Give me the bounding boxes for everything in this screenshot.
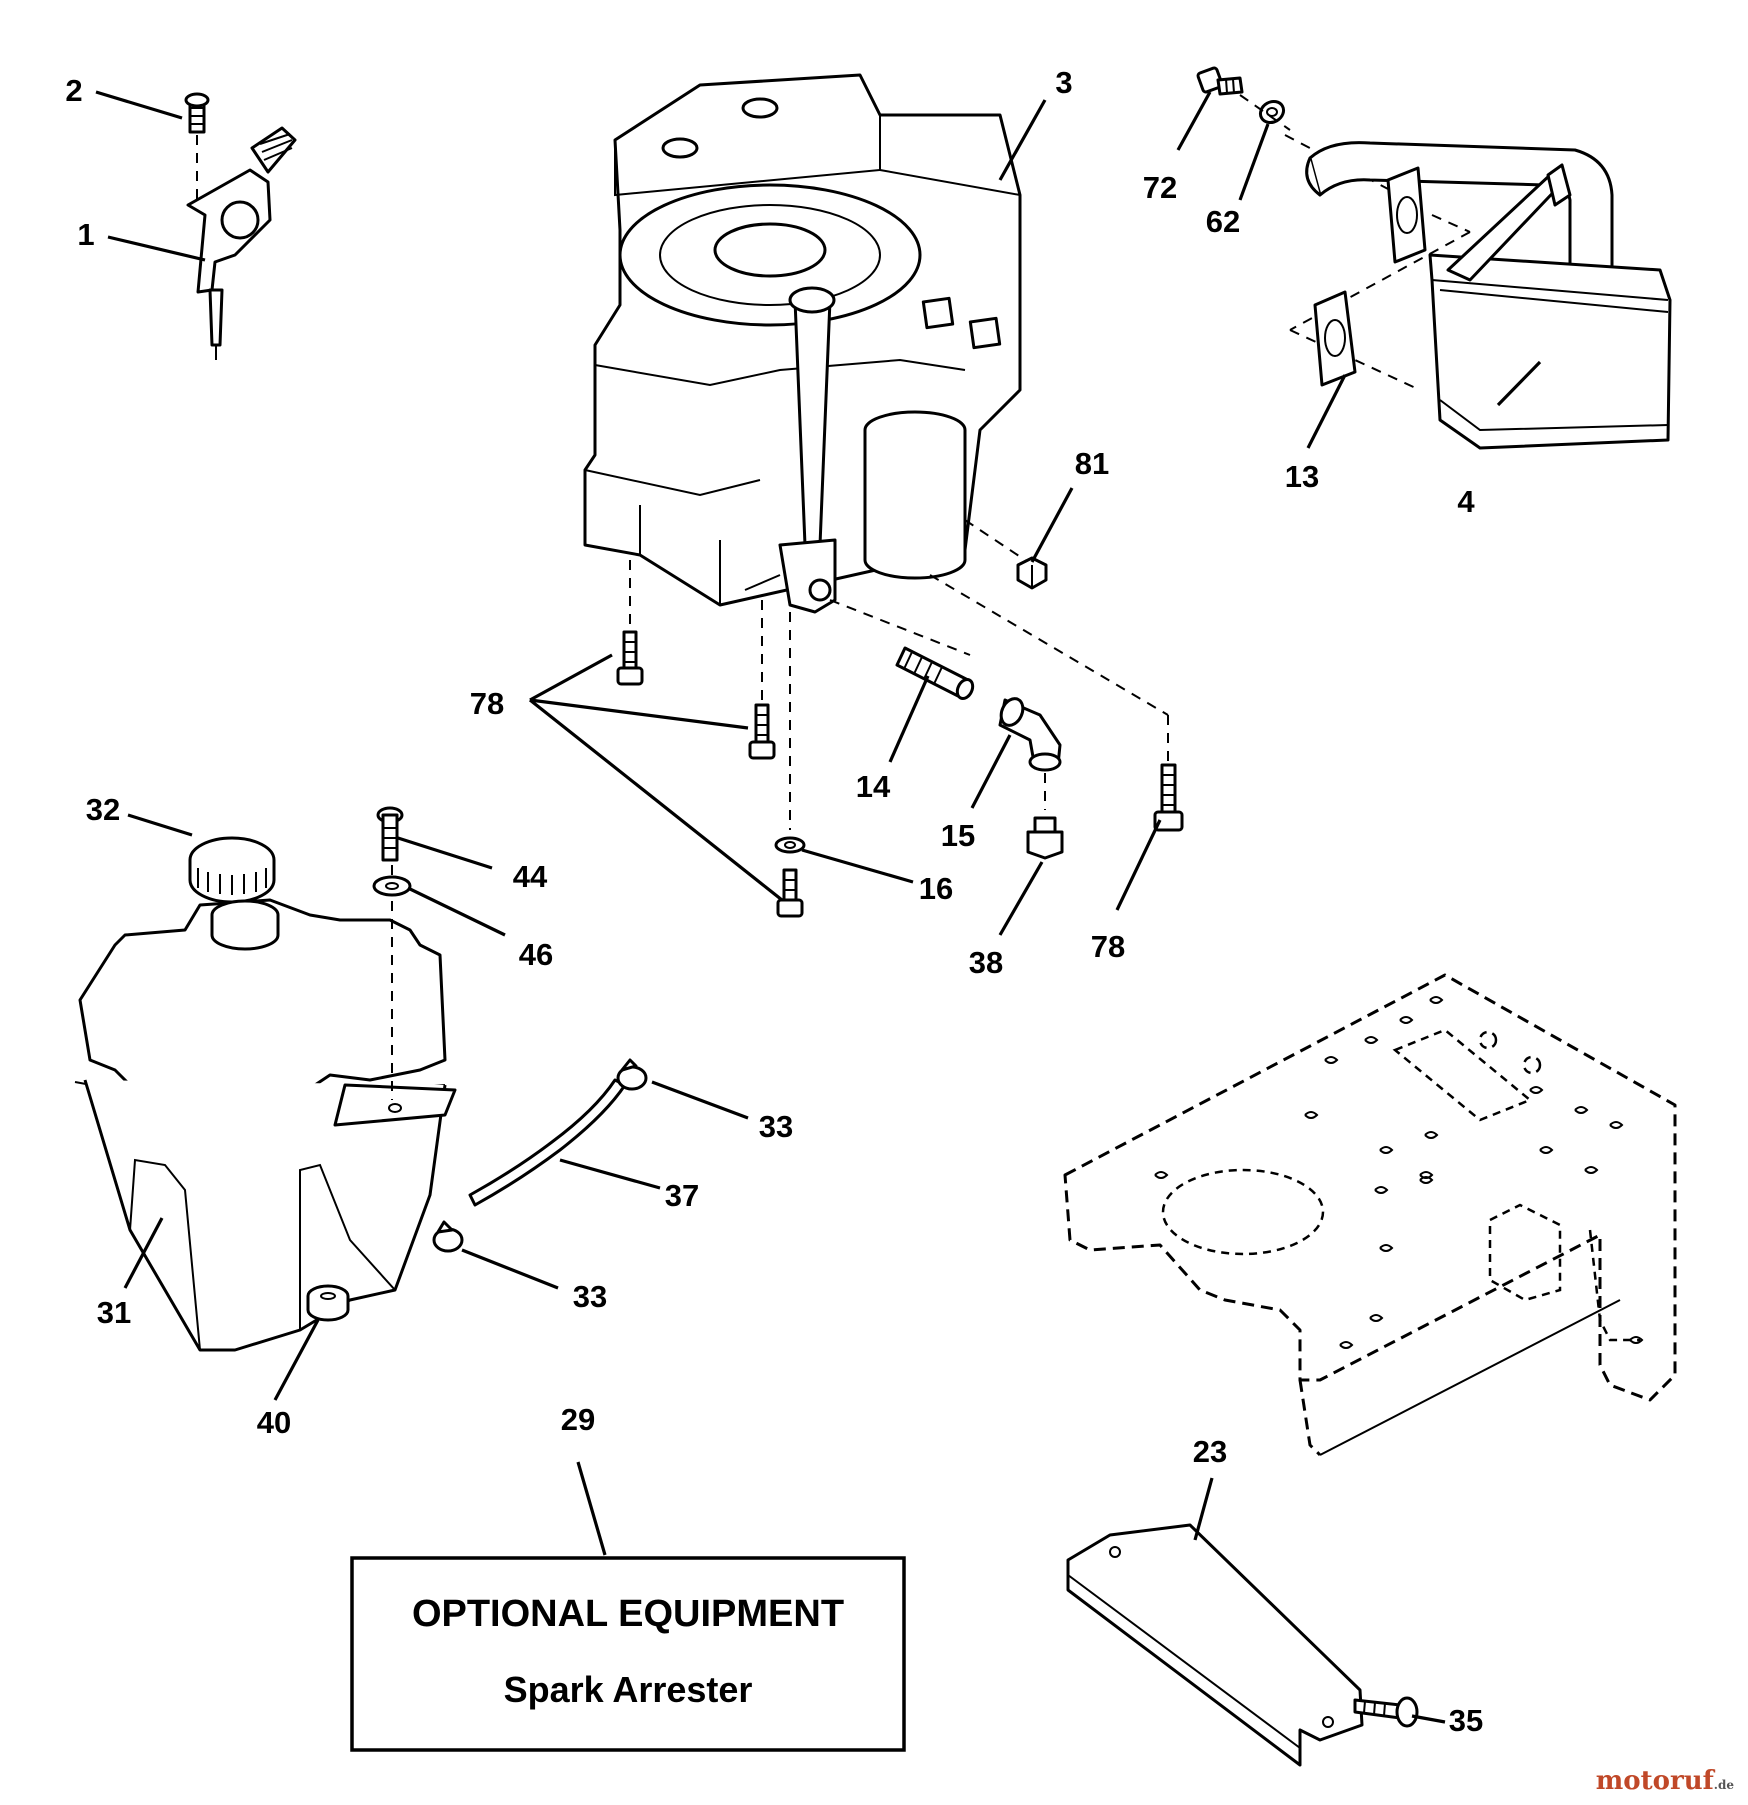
- bolt-78-b-part: [748, 703, 776, 760]
- watermark-tld: .de: [1713, 1778, 1734, 1792]
- callout-1-1: 1: [77, 217, 94, 252]
- gasket-13-part: [1313, 290, 1357, 387]
- elbow-fitting-part: [998, 697, 1062, 772]
- nut-81-part: [1016, 556, 1048, 590]
- callout-33-lower: 33: [573, 1279, 607, 1314]
- lock-washer-part: [774, 836, 806, 854]
- callout-78-group: 78: [470, 686, 504, 721]
- throttle-control-part: [184, 92, 297, 360]
- optional-equipment-subtitle: Spark Arrester: [504, 1669, 753, 1710]
- optional-equipment-box: [350, 1556, 906, 1752]
- callout-31: 31: [97, 1295, 131, 1330]
- bolt-78-c-part: [776, 868, 804, 918]
- fuel-tank-part: [74, 898, 457, 1352]
- callout-1-2: 2: [65, 73, 82, 108]
- tank-washer-part: [372, 875, 412, 897]
- callout-numbers: 2 1 3 4 13 14 15 16 23 29 31 32 33 33 35…: [65, 65, 1483, 1738]
- bolt-78-d-part: [1153, 763, 1184, 832]
- chassis-frame-part: [1063, 973, 1677, 1457]
- callout-35: 35: [1449, 1703, 1483, 1738]
- optional-equipment-title: OPTIONAL EQUIPMENT: [412, 1593, 844, 1635]
- tank-spacer-part: [306, 1284, 350, 1322]
- callout-16: 16: [919, 871, 953, 906]
- exhaust-bolt-part: [1196, 66, 1244, 96]
- callout-78-single: 78: [1091, 929, 1125, 964]
- callout-3: 3: [1055, 65, 1072, 100]
- gasket-62-part: [1386, 166, 1427, 264]
- callout-37: 37: [665, 1178, 699, 1213]
- tank-bolt-part: [376, 806, 404, 862]
- callout-81: 81: [1075, 446, 1109, 481]
- callout-32: 32: [86, 792, 120, 827]
- leader-lines: [95, 90, 1542, 1724]
- bolt-78-a-part: [616, 630, 644, 686]
- pipe-nipple-part: [895, 646, 975, 700]
- fuel-line-part: [468, 1078, 627, 1207]
- drain-nut-part: [1026, 816, 1064, 860]
- fuel-cap-part: [188, 836, 276, 904]
- callout-44: 44: [513, 859, 548, 894]
- heat-shield-part: [1066, 1523, 1364, 1767]
- hose-clamp-lower-part: [432, 1220, 464, 1253]
- callout-72: 72: [1143, 170, 1177, 205]
- callout-4: 4: [1457, 484, 1475, 519]
- callout-23: 23: [1193, 1434, 1227, 1469]
- callout-15: 15: [941, 818, 975, 853]
- callout-62: 62: [1206, 204, 1240, 239]
- callout-38: 38: [969, 945, 1003, 980]
- hose-clamp-upper-part: [616, 1058, 648, 1091]
- callout-13: 13: [1285, 459, 1319, 494]
- callout-29: 29: [561, 1402, 595, 1437]
- callout-33-upper: 33: [759, 1109, 793, 1144]
- callout-14: 14: [856, 769, 891, 804]
- shield-screw-part: [1353, 1696, 1419, 1728]
- callout-46: 46: [519, 937, 553, 972]
- watermark-brand: motoruf: [1595, 1766, 1714, 1796]
- watermark-logo: motoruf.de: [1596, 1766, 1734, 1796]
- engine-part: [583, 73, 1022, 614]
- muffler-part: [1305, 141, 1672, 450]
- callout-40: 40: [257, 1405, 291, 1440]
- exhaust-washer-part: [1258, 99, 1286, 125]
